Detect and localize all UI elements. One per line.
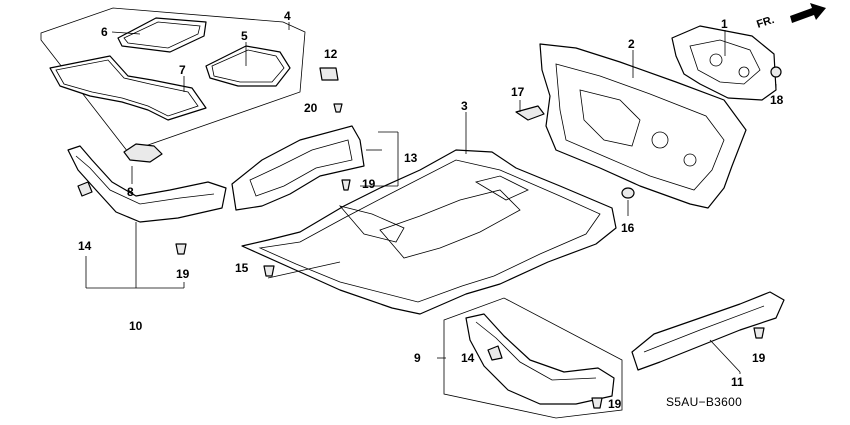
callout-10: 10 — [129, 319, 143, 333]
clip-14-left — [77, 181, 93, 197]
callout-14-left: 14 — [78, 239, 92, 253]
rear-floor-mat — [49, 55, 207, 121]
callout-13: 13 — [404, 151, 418, 165]
callout-20: 20 — [304, 101, 318, 115]
floor-mat-set — [40, 7, 306, 163]
clip-15 — [263, 265, 275, 277]
callout-12: 12 — [324, 47, 338, 61]
front-direction-indicator: FR. — [755, 3, 826, 31]
step-garnish-left — [67, 145, 227, 223]
grommet-16 — [621, 187, 635, 199]
callout-15: 15 — [235, 261, 249, 275]
callout-3: 3 — [461, 99, 468, 113]
callout-4: 4 — [284, 9, 291, 23]
callout-19-right: 19 — [752, 351, 766, 365]
callout-5: 5 — [241, 29, 248, 43]
callout-19-mid: 19 — [362, 177, 376, 191]
floor-carpet — [241, 149, 617, 315]
clip-19-c — [753, 327, 765, 339]
clip-20 — [333, 103, 343, 113]
callout-8: 8 — [127, 185, 134, 199]
clip-12 — [319, 67, 339, 81]
callout-2: 2 — [628, 37, 635, 51]
leader-lines — [85, 22, 777, 374]
callout-19-left: 19 — [176, 267, 190, 281]
step-garnish-right — [631, 291, 785, 371]
callout-14-center: 14 — [461, 351, 475, 365]
callout-6: 6 — [101, 25, 108, 39]
mat-set-box — [40, 7, 306, 153]
callout-7: 7 — [179, 63, 186, 77]
clip-14-center — [487, 345, 503, 361]
clip-19-a — [175, 243, 187, 255]
callout-19-bottom: 19 — [608, 397, 622, 411]
front-label: FR. — [755, 14, 776, 31]
floor-mat-clip — [123, 143, 163, 163]
grommet-18 — [770, 66, 782, 78]
clip-19-d — [591, 397, 603, 409]
clip-17 — [515, 105, 545, 121]
clip-19-b — [341, 179, 351, 191]
step-garnish-center — [443, 297, 623, 419]
front-right-floor-mat — [205, 45, 291, 87]
front-arrow-icon — [790, 3, 826, 23]
callout-9: 9 — [414, 351, 421, 365]
callout-11: 11 — [731, 375, 744, 389]
callout-17: 17 — [511, 85, 525, 99]
callouts: 1 2 3 4 5 6 7 8 9 10 11 12 13 14 14 15 1… — [78, 9, 784, 411]
callout-1: 1 — [721, 17, 728, 31]
front-left-floor-mat — [117, 17, 207, 53]
side-trim-13 — [231, 125, 365, 211]
clips — [175, 67, 765, 409]
diagram-code: S5AU−B3600 — [666, 395, 742, 409]
dash-outer-insulator — [539, 43, 747, 209]
callout-18: 18 — [770, 93, 784, 107]
callout-16: 16 — [621, 221, 635, 235]
